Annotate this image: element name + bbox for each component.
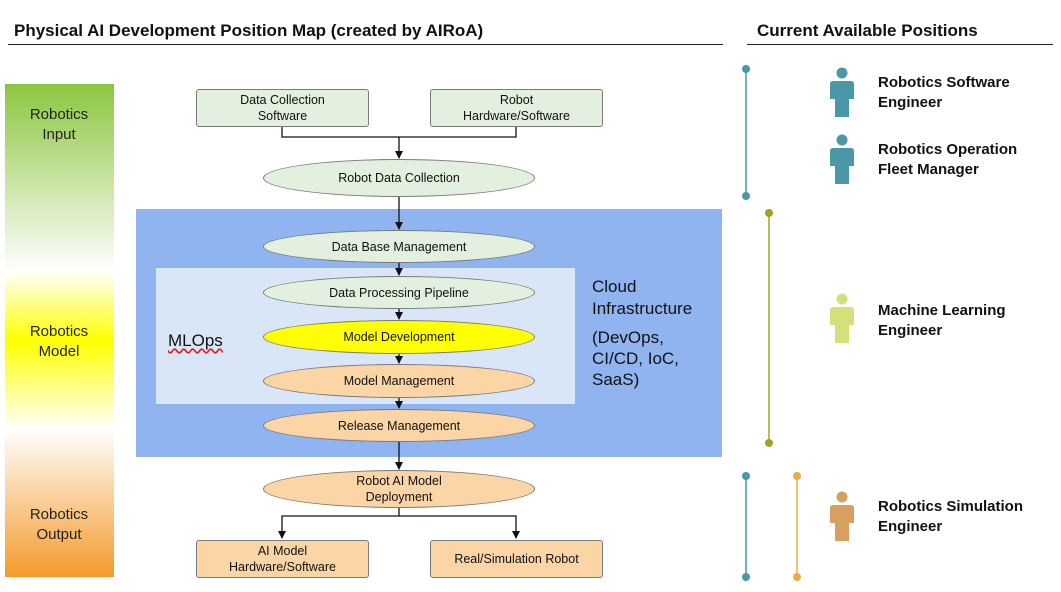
node-ai-model-hardware-software: AI Model Hardware/Software (196, 540, 369, 578)
position-4-person-icon (828, 491, 856, 548)
cloud-sublabel: (DevOps, CI/CD, IoC, SaaS) (592, 328, 679, 389)
bracket-ml-top-dot (765, 209, 773, 217)
bracket-software-ops-bottom-dot (742, 192, 750, 200)
position-machine-learning-engineer: Machine Learning Engineer (878, 302, 1006, 339)
left-title: Physical AI Development Position Map (cr… (14, 21, 484, 40)
bracket-ml-bottom-dot (765, 439, 773, 447)
position-3-person-icon (828, 293, 856, 350)
node-data-collection-software: Data Collection Software (196, 89, 369, 127)
bracket-simulation-orange-top-dot (793, 472, 801, 480)
node-data-base-management: Data Base Management (263, 230, 535, 263)
stage-label-model: Robotics Model (29, 323, 89, 360)
person-body (830, 505, 854, 541)
person-body (830, 307, 854, 343)
cloud-label: Cloud Infrastructure (592, 277, 693, 318)
node-data-processing-pipeline: Data Processing Pipeline (263, 276, 535, 309)
person-head (836, 491, 848, 503)
bracket-simulation-teal-top-dot (742, 472, 750, 480)
right-title-rule (747, 44, 1053, 45)
person-body (830, 148, 854, 184)
person-head (836, 67, 848, 79)
position-robotics-simulation-engineer: Robotics Simulation Engineer (878, 498, 1024, 535)
mlops-label: MLOps (168, 331, 223, 350)
position-robotics-software-engineer: Robotics Software Engineer (878, 74, 1010, 111)
node-robot-ai-model-deployment: Robot AI Model Deployment (263, 470, 535, 508)
person-body (830, 81, 854, 117)
stage-label-input: Robotics Input (29, 106, 89, 143)
left-title-rule (8, 44, 723, 45)
position-1-person-icon (828, 67, 856, 124)
node-robot-data-collection: Robot Data Collection (263, 159, 535, 197)
position-2-person-icon (828, 134, 856, 191)
person-head (836, 134, 848, 146)
node-model-development: Model Development (263, 320, 535, 354)
stage-label-output: Robotics Output (29, 506, 89, 543)
node-robot-hardware-software: Robot Hardware/Software (430, 89, 603, 127)
position-robotics-operation-fleet-manager: Robotics Operation Fleet Manager (878, 141, 1018, 178)
bracket-simulation-orange-bottom-dot (793, 573, 801, 581)
node-real-simulation-robot: Real/Simulation Robot (430, 540, 603, 578)
bracket-software-ops-top-dot (742, 65, 750, 73)
bracket-simulation-teal-bottom-dot (742, 573, 750, 581)
stage-gradient-bar (5, 84, 114, 577)
right-title: Current Available Positions (757, 21, 978, 40)
node-model-management: Model Management (263, 364, 535, 398)
node-release-management: Release Management (263, 409, 535, 442)
person-head (836, 293, 848, 305)
